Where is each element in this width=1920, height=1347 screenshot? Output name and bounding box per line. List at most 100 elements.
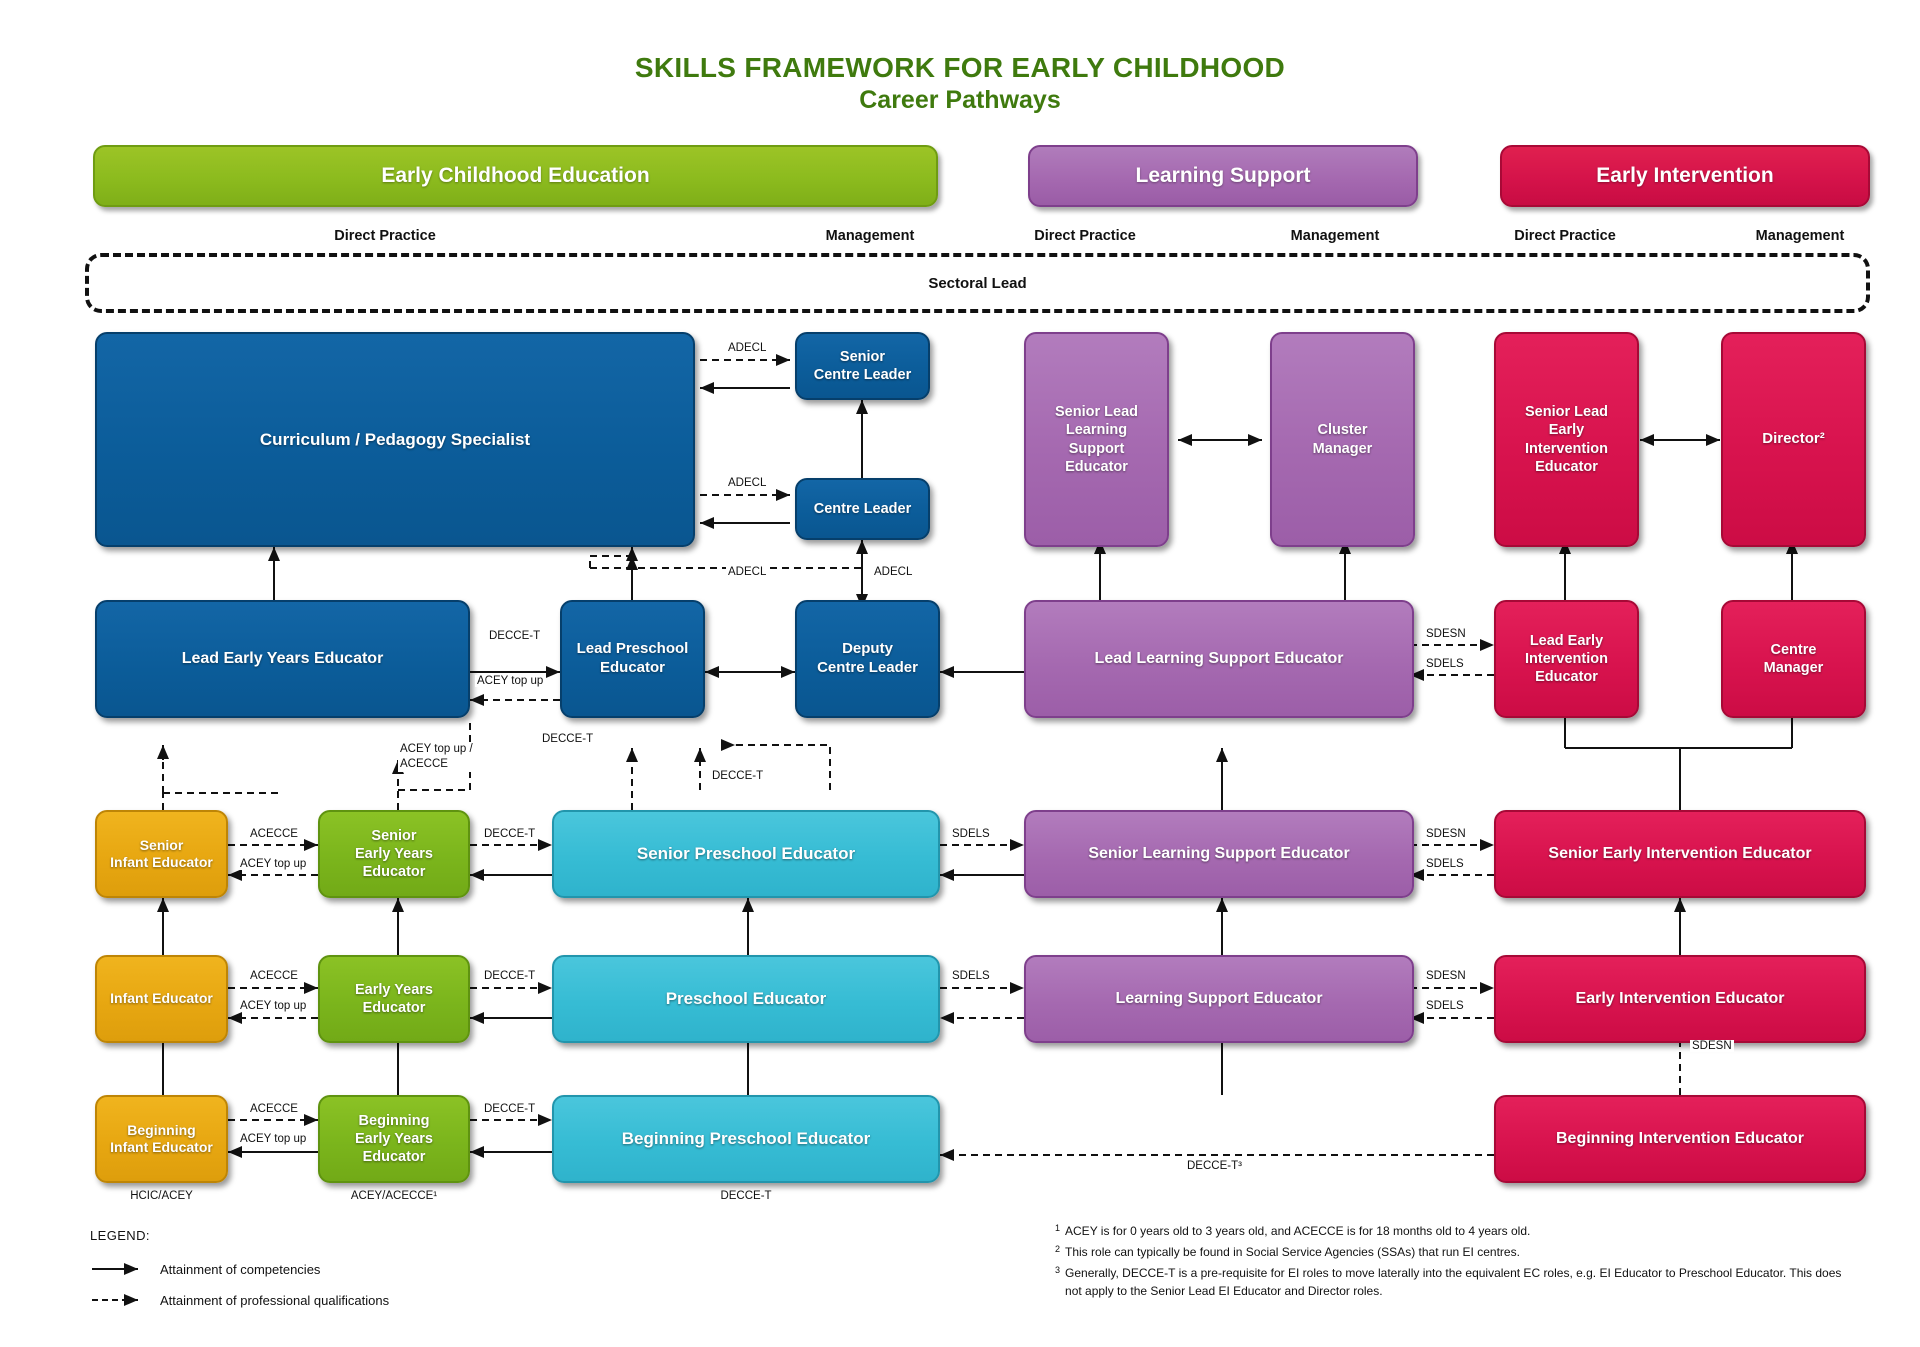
role-label: Lead Early Years Educator bbox=[181, 650, 384, 667]
footnote-1: 1 ACEY is for 0 years old to 3 years old… bbox=[1055, 1222, 1865, 1240]
edge-label-acey-top-up-lead-preschool: ACEY top up bbox=[475, 675, 546, 687]
role-label: Learning Support Educator bbox=[1115, 990, 1323, 1007]
edge-label-adecl-2: ADECL bbox=[726, 477, 769, 489]
role-label: Director² bbox=[1762, 430, 1825, 448]
sectoral-lead-band[interactable]: Sectoral Lead bbox=[85, 253, 1870, 313]
legend-title: LEGEND: bbox=[90, 1228, 150, 1243]
column-header-early-childhood-education[interactable]: Early Childhood Education bbox=[93, 145, 938, 207]
role-senior-learning-support-educator[interactable]: Senior Learning Support Educator bbox=[1024, 810, 1414, 898]
role-curriculum-pedagogy-specialist[interactable]: Curriculum / Pedagogy Specialist bbox=[95, 332, 695, 547]
edge-label-acecce-beginning: ACECCE bbox=[248, 1103, 300, 1115]
footnote-marker: 1 bbox=[1055, 1223, 1061, 1233]
role-centre-manager[interactable]: Centre Manager bbox=[1721, 600, 1866, 718]
role-label: Early Years Educator bbox=[355, 981, 433, 1016]
role-senior-infant-educator[interactable]: Senior Infant Educator bbox=[95, 810, 228, 898]
role-label: Centre Manager bbox=[1763, 641, 1824, 676]
role-beginning-early-years-educator[interactable]: Beginning Early Years Educator bbox=[318, 1095, 470, 1183]
footnote-marker: 3 bbox=[1055, 1265, 1061, 1275]
footnote-marker: 2 bbox=[1055, 1244, 1061, 1254]
role-beginning-infant-educator[interactable]: Beginning Infant Educator bbox=[95, 1095, 228, 1183]
column-header-label: Learning Support bbox=[1135, 164, 1311, 187]
role-lead-learning-support-educator[interactable]: Lead Learning Support Educator bbox=[1024, 600, 1414, 718]
role-early-intervention-educator[interactable]: Early Intervention Educator bbox=[1494, 955, 1866, 1043]
role-senior-centre-leader[interactable]: Senior Centre Leader bbox=[795, 332, 930, 400]
legend-label: Attainment of competencies bbox=[160, 1261, 321, 1277]
footnote-text: Generally, DECCE-T is a pre-requisite fo… bbox=[1065, 1266, 1842, 1298]
track-label-ei-direct: Direct Practice bbox=[1514, 228, 1616, 244]
role-beginning-preschool-educator[interactable]: Beginning Preschool Educator bbox=[552, 1095, 940, 1183]
role-lead-early-years-educator[interactable]: Lead Early Years Educator bbox=[95, 600, 470, 718]
track-label-ls-direct: Direct Practice bbox=[1034, 228, 1136, 244]
column-header-early-intervention[interactable]: Early Intervention bbox=[1500, 145, 1870, 207]
legend-item-qualifications: Attainment of professional qualification… bbox=[90, 1289, 550, 1311]
edge-label-adecl-4: ADECL bbox=[872, 566, 915, 578]
qualification-infant: HCIC/ACEY bbox=[130, 1190, 193, 1202]
qualification-preschool: DECCE-T bbox=[720, 1190, 772, 1202]
role-label: Cluster Manager bbox=[1312, 422, 1373, 457]
role-label: Beginning Preschool Educator bbox=[621, 1129, 871, 1149]
role-label: Preschool Educator bbox=[665, 989, 827, 1009]
edge-label-acey-top-up-mid: ACEY top up bbox=[238, 1000, 309, 1012]
edge-label-sdesn-lead: SDESN bbox=[1424, 628, 1468, 640]
edge-label-acey-top-up-senior: ACEY top up bbox=[238, 858, 309, 870]
column-header-label: Early Childhood Education bbox=[381, 164, 650, 187]
footnotes: 1 ACEY is for 0 years old to 3 years old… bbox=[1055, 1222, 1865, 1300]
page-title: SKILLS FRAMEWORK FOR EARLY CHILDHOOD bbox=[634, 52, 1286, 83]
role-lead-preschool-educator[interactable]: Lead Preschool Educator bbox=[560, 600, 705, 718]
edge-label-decce-t-senior: DECCE-T bbox=[482, 828, 538, 840]
page-subtitle: Career Pathways bbox=[859, 86, 1061, 114]
role-lead-early-intervention-educator[interactable]: Lead Early Intervention Educator bbox=[1494, 600, 1639, 718]
role-centre-leader[interactable]: Centre Leader bbox=[795, 478, 930, 540]
role-senior-early-intervention-educator[interactable]: Senior Early Intervention Educator bbox=[1494, 810, 1866, 898]
edge-label-acey-top-up-acecce: ACEY top up / ACECCE bbox=[398, 742, 518, 772]
role-cluster-manager[interactable]: Cluster Manager bbox=[1270, 332, 1415, 547]
role-label: Senior Early Years Educator bbox=[355, 827, 433, 881]
edge-label-adecl-3: ADECL bbox=[726, 566, 769, 578]
track-label-ls-management: Management bbox=[1290, 228, 1380, 244]
solid-arrow-icon bbox=[92, 1263, 138, 1275]
footnote-text: This role can typically be found in Soci… bbox=[1065, 1245, 1520, 1259]
track-label-ece-management: Management bbox=[825, 228, 915, 244]
track-label-ei-management: Management bbox=[1755, 228, 1845, 244]
role-label: Senior Lead Early Intervention Educator bbox=[1525, 404, 1608, 475]
role-beginning-intervention-educator[interactable]: Beginning Intervention Educator bbox=[1494, 1095, 1866, 1183]
legend-label: Attainment of professional qualification… bbox=[160, 1292, 390, 1308]
role-senior-preschool-educator[interactable]: Senior Preschool Educator bbox=[552, 810, 940, 898]
edge-label-acecce-mid: ACECCE bbox=[248, 970, 300, 982]
legend-item-competencies: Attainment of competencies bbox=[90, 1258, 530, 1280]
role-label: Senior Early Intervention Educator bbox=[1548, 845, 1812, 862]
edge-label-decce-t-senior-preschool-up: DECCE-T bbox=[710, 770, 766, 782]
qualification-early-years: ACEY/ACECCE¹ bbox=[350, 1190, 438, 1202]
role-label: Centre Leader bbox=[813, 500, 912, 517]
footnote-2: 2 This role can typically be found in So… bbox=[1055, 1243, 1865, 1261]
edge-label-sdels-senior-preschool: SDELS bbox=[950, 828, 992, 840]
edge-label-sdesn-beginning: SDESN bbox=[1690, 1040, 1734, 1052]
role-early-years-educator[interactable]: Early Years Educator bbox=[318, 955, 470, 1043]
edge-label-decce-t-lead-preschool: DECCE-T bbox=[487, 630, 543, 642]
edge-label-sdels-mid: SDELS bbox=[1424, 1000, 1466, 1012]
role-label: Senior Centre Leader bbox=[813, 348, 912, 383]
edge-label-sdesn-senior: SDESN bbox=[1424, 828, 1468, 840]
role-label: Curriculum / Pedagogy Specialist bbox=[259, 429, 531, 449]
role-infant-educator[interactable]: Infant Educator bbox=[95, 955, 228, 1043]
edge-label-sdels-senior: SDELS bbox=[1424, 858, 1466, 870]
footnote-text: ACEY is for 0 years old to 3 years old, … bbox=[1065, 1224, 1531, 1238]
sectoral-lead-label: Sectoral Lead bbox=[928, 274, 1027, 292]
role-director[interactable]: Director² bbox=[1721, 332, 1866, 547]
column-header-learning-support[interactable]: Learning Support bbox=[1028, 145, 1418, 207]
role-deputy-centre-leader[interactable]: Deputy Centre Leader bbox=[795, 600, 940, 718]
track-label-ece-direct: Direct Practice bbox=[334, 228, 436, 244]
edge-label-sdels-preschool: SDELS bbox=[950, 970, 992, 982]
role-label: Senior Infant Educator bbox=[110, 836, 213, 871]
role-label: Lead Learning Support Educator bbox=[1094, 650, 1344, 667]
edge-label-decce-t-beginning-ei: DECCE-T³ bbox=[1185, 1160, 1244, 1172]
role-preschool-educator[interactable]: Preschool Educator bbox=[552, 955, 940, 1043]
role-label: Beginning Early Years Educator bbox=[355, 1112, 433, 1166]
role-senior-lead-learning-support-educator[interactable]: Senior Lead Learning Support Educator bbox=[1024, 332, 1169, 547]
role-senior-early-years-educator[interactable]: Senior Early Years Educator bbox=[318, 810, 470, 898]
edge-label-decce-t-mid: DECCE-T bbox=[482, 970, 538, 982]
dashed-arrow-icon bbox=[92, 1294, 138, 1306]
role-learning-support-educator[interactable]: Learning Support Educator bbox=[1024, 955, 1414, 1043]
role-senior-lead-early-intervention-educator[interactable]: Senior Lead Early Intervention Educator bbox=[1494, 332, 1639, 547]
edge-label-acecce-senior: ACECCE bbox=[248, 828, 300, 840]
